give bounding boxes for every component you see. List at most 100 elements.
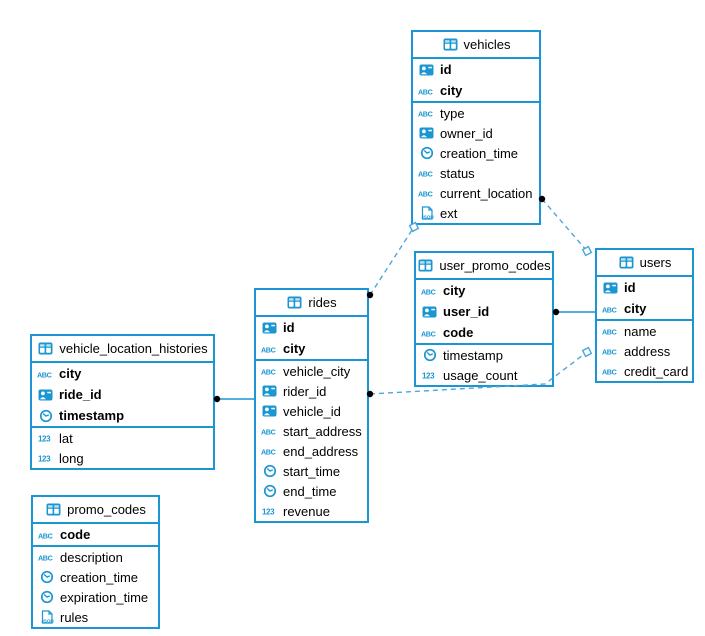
datetime-type-icon (261, 484, 278, 498)
table-icon (37, 342, 54, 355)
column-name: vehicle_id (283, 403, 341, 419)
column-name: id (624, 280, 636, 295)
svg-text:123: 123 (38, 455, 51, 464)
column-row-timestamp[interactable]: timestamp (416, 345, 552, 365)
relationship-vehicles-to-users[interactable] (541, 198, 588, 252)
column-row-id[interactable]: id (597, 277, 692, 298)
svg-text:ABC: ABC (38, 554, 53, 563)
column-row-usage_count[interactable]: 123 usage_count (416, 365, 552, 385)
svg-text:ABC: ABC (421, 329, 436, 338)
string-type-icon: ABC (38, 530, 55, 540)
number-type-icon: 123 (37, 453, 54, 464)
column-row-id[interactable]: id (256, 317, 367, 338)
id-card-icon (261, 322, 278, 334)
column-row-owner_id[interactable]: owner_id (413, 123, 539, 143)
string-type-icon: ABC (602, 304, 619, 314)
table-title: users (639, 255, 672, 270)
column-row-ride_id[interactable]: ride_id (32, 384, 213, 405)
string-type-icon: ABC (261, 446, 278, 457)
table-header[interactable]: users (597, 250, 692, 277)
id-card-icon (37, 389, 54, 401)
table-icon (618, 256, 635, 269)
string-type-icon: ABC (261, 344, 278, 354)
column-name: expiration_time (60, 589, 149, 605)
column-row-creation_time[interactable]: creation_time (413, 143, 539, 163)
table-header[interactable]: promo_codes (33, 497, 158, 524)
column-row-rider_id[interactable]: rider_id (256, 381, 367, 401)
column-name: revenue (283, 503, 330, 519)
column-name: start_time (283, 463, 341, 479)
column-row-vehicle_id[interactable]: vehicle_id (256, 401, 367, 421)
column-name: address (624, 343, 671, 359)
svg-text:ABC: ABC (421, 287, 436, 296)
column-row-current_location[interactable]: ABC current_location (413, 183, 539, 203)
svg-text:123: 123 (38, 435, 51, 444)
svg-text:JSON: JSON (421, 215, 434, 220)
svg-text:ABC: ABC (261, 448, 276, 457)
column-name: end_time (283, 483, 337, 499)
column-name: timestamp (443, 347, 503, 363)
svg-text:123: 123 (422, 372, 435, 381)
table-header[interactable]: rides (256, 290, 367, 317)
column-row-start_time[interactable]: start_time (256, 461, 367, 481)
relationship-rides-to-vehicles[interactable] (369, 226, 415, 296)
number-type-icon: 123 (37, 433, 54, 444)
column-name: usage_count (443, 367, 518, 383)
column-name: city (443, 283, 466, 298)
column-name: id (440, 62, 452, 77)
svg-text:ABC: ABC (418, 190, 433, 199)
svg-text:ABC: ABC (38, 531, 53, 540)
column-row-city[interactable]: ABC city (256, 338, 367, 359)
table-header[interactable]: vehicle_location_histories (32, 336, 213, 363)
column-name: city (440, 83, 463, 98)
column-row-creation_time[interactable]: creation_time (33, 567, 158, 587)
column-name: rider_id (283, 383, 327, 399)
svg-text:ABC: ABC (418, 110, 433, 119)
column-row-user_id[interactable]: user_id (416, 301, 552, 322)
column-row-expiration_time[interactable]: expiration_time (33, 587, 158, 607)
column-row-end_time[interactable]: end_time (256, 481, 367, 501)
string-type-icon: ABC (421, 328, 438, 338)
column-name: current_location (440, 185, 533, 201)
table-header[interactable]: vehicles (413, 32, 539, 59)
column-row-id[interactable]: id (413, 59, 539, 80)
column-row-city[interactable]: ABC city (416, 280, 552, 301)
column-row-timestamp[interactable]: timestamp (32, 405, 213, 426)
datetime-type-icon (261, 464, 278, 478)
column-name: city (283, 341, 306, 356)
id-card-icon (261, 385, 278, 397)
table-icon (417, 259, 434, 272)
svg-text:JSON: JSON (41, 619, 54, 624)
table-header[interactable]: user_promo_codes (416, 253, 552, 280)
table-icon (286, 296, 303, 309)
